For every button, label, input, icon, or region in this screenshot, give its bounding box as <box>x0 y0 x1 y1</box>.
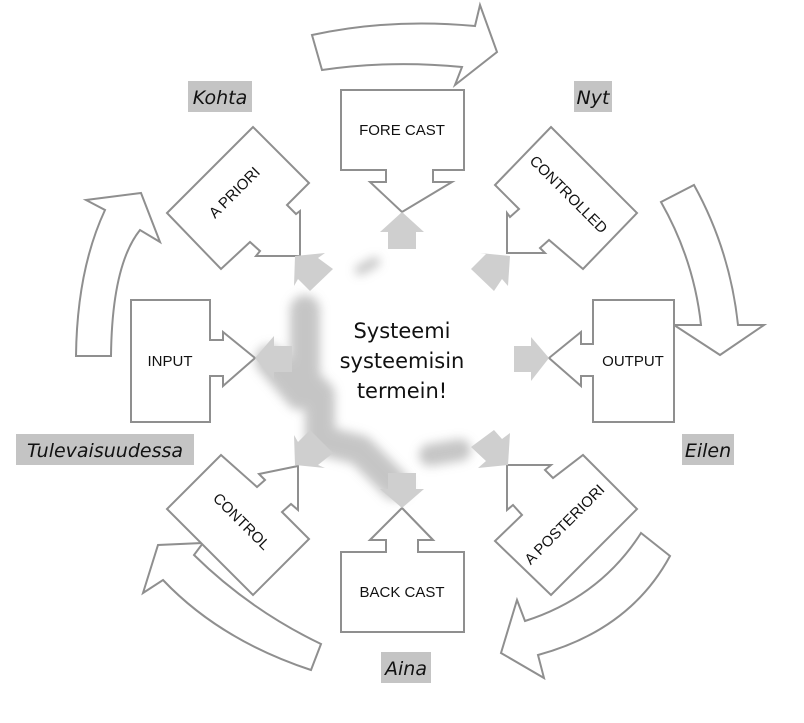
time-label-nyt: Nyt <box>574 81 612 112</box>
flow-arrow-down-icon <box>380 473 424 508</box>
time-label-tulevaisuudessa: Tulevaisuudessa <box>16 434 194 465</box>
flow-arrow-up-icon <box>380 212 424 249</box>
box-input[interactable]: INPUT <box>130 299 257 423</box>
center-title-line-1: Systeemi <box>353 319 450 343</box>
flow-arrow-left-icon <box>255 336 292 381</box>
svg-text:Eilen: Eilen <box>685 440 731 462</box>
box-controlled[interactable]: CONTROLLED <box>493 125 639 271</box>
center-title: Systeemi systeemisin termein! <box>340 319 465 403</box>
box-output[interactable]: OUTPUT <box>547 299 675 423</box>
box-output-label: OUTPUT <box>602 353 664 370</box>
time-label-eilen: Eilen <box>682 434 734 465</box>
svg-text:Tulevaisuudessa: Tulevaisuudessa <box>27 440 183 462</box>
box-control[interactable]: CONTROL <box>165 453 311 597</box>
cycle-arrow-bottom-right <box>499 531 672 681</box>
box-forecast[interactable]: FORE CAST <box>340 89 465 214</box>
cycle-arrow-bottom-left <box>141 541 323 672</box>
flow-arrow-up-left-icon <box>294 253 333 291</box>
time-label-aina: Aina <box>381 652 431 683</box>
svg-text:Kohta: Kohta <box>193 87 248 109</box>
box-backcast-label: BACK CAST <box>359 584 444 601</box>
box-backcast[interactable]: BACK CAST <box>340 506 465 633</box>
flow-arrow-up-right-icon <box>471 253 510 291</box>
flow-arrow-down-left-icon <box>294 430 333 468</box>
time-label-kohta: Kohta <box>188 81 252 112</box>
cycle-arrow-right <box>659 183 768 357</box>
flow-arrow-down-right-icon <box>471 430 510 468</box>
cycle-arrow-top <box>310 1 499 89</box>
cycle-arrow-left <box>74 191 162 357</box>
svg-text:Aina: Aina <box>383 658 427 680</box>
box-a-priori[interactable]: A PRIORI <box>165 125 311 271</box>
center-title-line-3: termein! <box>357 379 447 403</box>
box-input-label: INPUT <box>148 353 193 370</box>
center-title-line-2: systeemisin <box>340 349 465 373</box>
box-forecast-label: FORE CAST <box>359 122 445 139</box>
flow-arrow-right-icon <box>514 337 549 381</box>
svg-text:Nyt: Nyt <box>577 87 611 109</box>
